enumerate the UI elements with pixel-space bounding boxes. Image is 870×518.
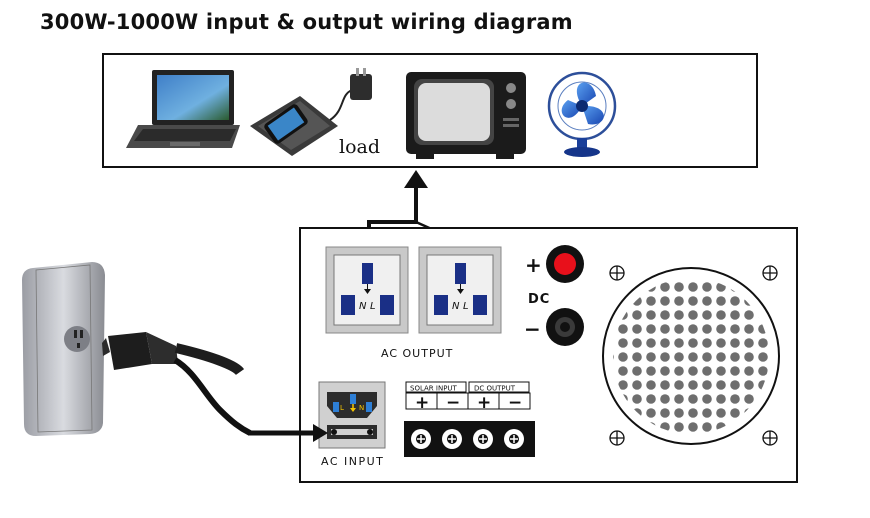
inverter-panel: N L N L AC OUTPUT + − DC xyxy=(299,227,798,483)
solar-input-label: SOLAR INPUT xyxy=(410,385,458,393)
fan-grill xyxy=(602,267,780,445)
outlet1-n-label: N xyxy=(359,301,367,312)
screw-icons xyxy=(609,265,778,446)
ac-input-socket: L N xyxy=(318,381,386,449)
terminal-sign-4: − xyxy=(508,393,522,413)
fan-icon xyxy=(547,71,617,157)
diagram-title: 300W-1000W input & output wiring diagram xyxy=(40,10,573,34)
dc-minus-sign: − xyxy=(524,317,541,341)
dc-label: DC xyxy=(528,292,550,307)
iec-n-label: N xyxy=(359,404,364,412)
power-cord xyxy=(173,357,328,442)
terminal-sign-3: + xyxy=(477,393,491,413)
outlet2-n-label: N xyxy=(452,301,460,312)
tv-icon xyxy=(406,72,526,159)
ac-output-label: AC OUTPUT xyxy=(381,347,453,360)
terminal-sign-1: + xyxy=(415,393,429,413)
iec-l-label: L xyxy=(340,404,344,412)
terminal-block: SOLAR INPUT DC OUTPUT + − + − xyxy=(404,381,535,457)
outlet1-l-label: L xyxy=(370,301,376,312)
dc-terminals: + − DC xyxy=(524,245,584,346)
dc-plus-sign: + xyxy=(525,253,542,277)
wall-outlet xyxy=(22,262,105,436)
load-box: load xyxy=(102,53,758,168)
dc-output-label: DC OUTPUT xyxy=(474,385,516,393)
phone-charger-icon xyxy=(250,68,372,156)
power-plug xyxy=(102,332,245,376)
outlet2-l-label: L xyxy=(463,301,469,312)
laptop-icon xyxy=(126,70,240,148)
ac-outlet-1: N L xyxy=(325,246,409,334)
terminal-sign-2: − xyxy=(446,393,460,413)
ac-outlet-2: N L xyxy=(418,246,502,334)
load-label: load xyxy=(339,136,380,158)
ac-input-label: AC INPUT xyxy=(321,455,384,468)
